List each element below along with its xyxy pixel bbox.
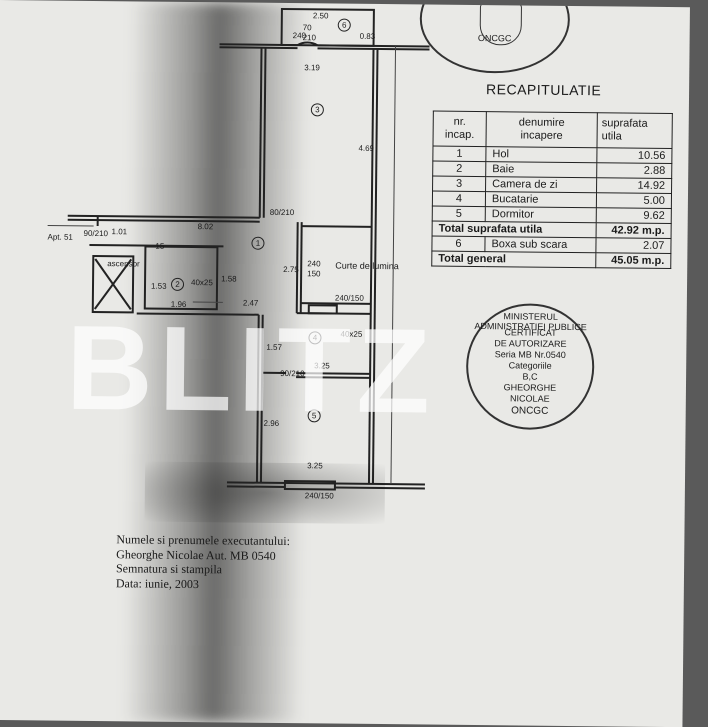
col-header-nr: nr.incap. xyxy=(433,111,486,147)
dim-label: 1.58 xyxy=(221,274,237,283)
executor-line: Semnatura si stampila xyxy=(116,561,290,577)
dim-label: 0.83 xyxy=(360,32,376,41)
room-number-3: 3 xyxy=(311,103,324,116)
dim-label: 3.19 xyxy=(304,63,320,72)
coat-of-arms-icon xyxy=(480,3,522,45)
dim-label: 8.02 xyxy=(198,222,214,231)
dim-label: 240/150 xyxy=(305,491,334,500)
room-number-2: 2 xyxy=(171,278,184,291)
dim-label: 2.50 xyxy=(313,11,329,20)
apartment-label: Apt. 51 xyxy=(47,233,72,242)
dim-label: 3.25 xyxy=(307,461,323,470)
dim-label: 240 xyxy=(307,259,320,268)
room-number-6: 6 xyxy=(338,19,351,32)
dim-label: 80/210 xyxy=(270,208,295,217)
elevator-label: ascensor xyxy=(107,259,140,268)
dim-label: 150 xyxy=(307,269,320,278)
stamp-auth-ring: MINISTERUL ADMINISTRATIEI PUBLICE xyxy=(473,311,589,332)
dim-label: 90/210 xyxy=(84,229,109,238)
dim-label: 4.69 xyxy=(358,144,374,153)
document-page: 2.50 70 210 240 0.83 6 3.19 3 4.69 8.02 … xyxy=(0,0,690,727)
room-number-1: 1 xyxy=(251,237,264,250)
executor-block: Numele si prenumele executantului: Gheor… xyxy=(116,532,290,592)
stamp-auth-bottom: ONCGC xyxy=(468,405,592,417)
stamp-auth-body: CERTIFICAT DE AUTORIZARE Seria MB Nr.054… xyxy=(474,327,587,405)
dim-label: 15 xyxy=(155,242,164,251)
watermark-logo: BLITZ xyxy=(65,299,436,441)
courtyard-label: Curte de lumina xyxy=(335,261,399,272)
stamp-authorization: CERTIFICAT DE AUTORIZARE Seria MB Nr.054… xyxy=(466,303,595,430)
recap-title: RECAPITULATIE xyxy=(486,81,601,98)
dim-label: 1.01 xyxy=(112,227,128,236)
dim-label: 2.75 xyxy=(283,265,299,274)
dim-label: 240 xyxy=(293,31,306,40)
dim-label: 1.53 xyxy=(151,282,167,291)
dim-label: 40x25 xyxy=(191,278,213,287)
executor-line: Data: iunie, 2003 xyxy=(116,576,290,592)
executor-line: Numele si prenumele executantului: xyxy=(116,532,290,548)
